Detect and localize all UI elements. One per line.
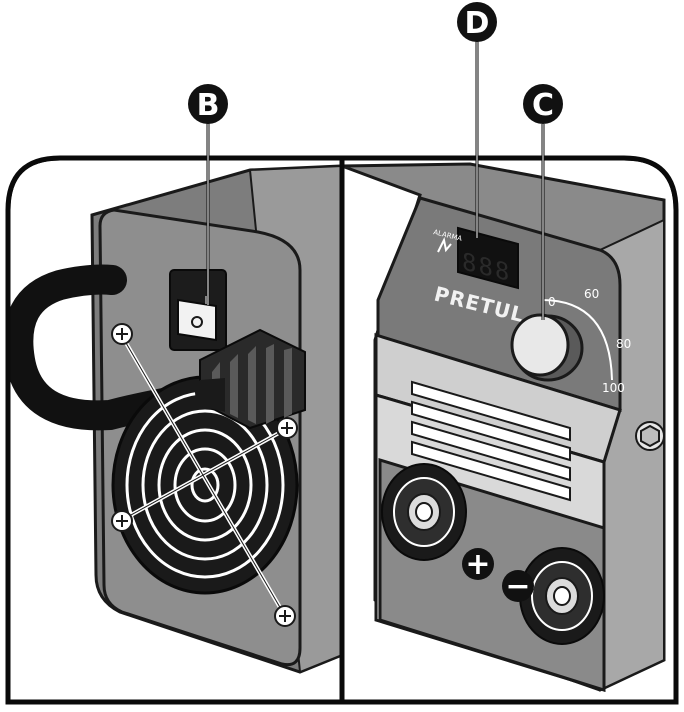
dial-tick-80: 80 (616, 337, 631, 351)
cooling-fan-grill (111, 334, 299, 618)
dial-tick-0: 0 (548, 295, 556, 309)
minus-symbol-text: − (505, 569, 530, 604)
positive-terminal (381, 463, 467, 561)
cable-strain-relief (195, 328, 306, 430)
dial-tick-60: 60 (584, 287, 599, 301)
power-switch[interactable] (169, 269, 227, 351)
callout-c: C (523, 84, 563, 320)
plus-symbol: + (462, 547, 494, 582)
front-view-panel: 888 ALARMA PRETUL 0 60 80 100 (341, 162, 666, 693)
callout-c-label: C (532, 88, 554, 123)
current-knob[interactable] (510, 313, 584, 382)
plus-symbol-text: + (465, 547, 490, 582)
current-dial-scale: 0 60 80 100 (541, 287, 631, 395)
side-bolt (635, 421, 665, 451)
dial-tick-100: 100 (602, 381, 625, 395)
callout-d: D (457, 2, 497, 238)
callout-b-label: B (197, 88, 220, 123)
callout-b: B (188, 84, 228, 305)
minus-symbol: − (502, 569, 534, 604)
negative-terminal (519, 547, 605, 645)
callout-d-label: D (465, 6, 490, 41)
alarm-warning-icon (437, 236, 452, 253)
fan-screws (111, 323, 298, 627)
rear-view-panel (3, 164, 344, 674)
